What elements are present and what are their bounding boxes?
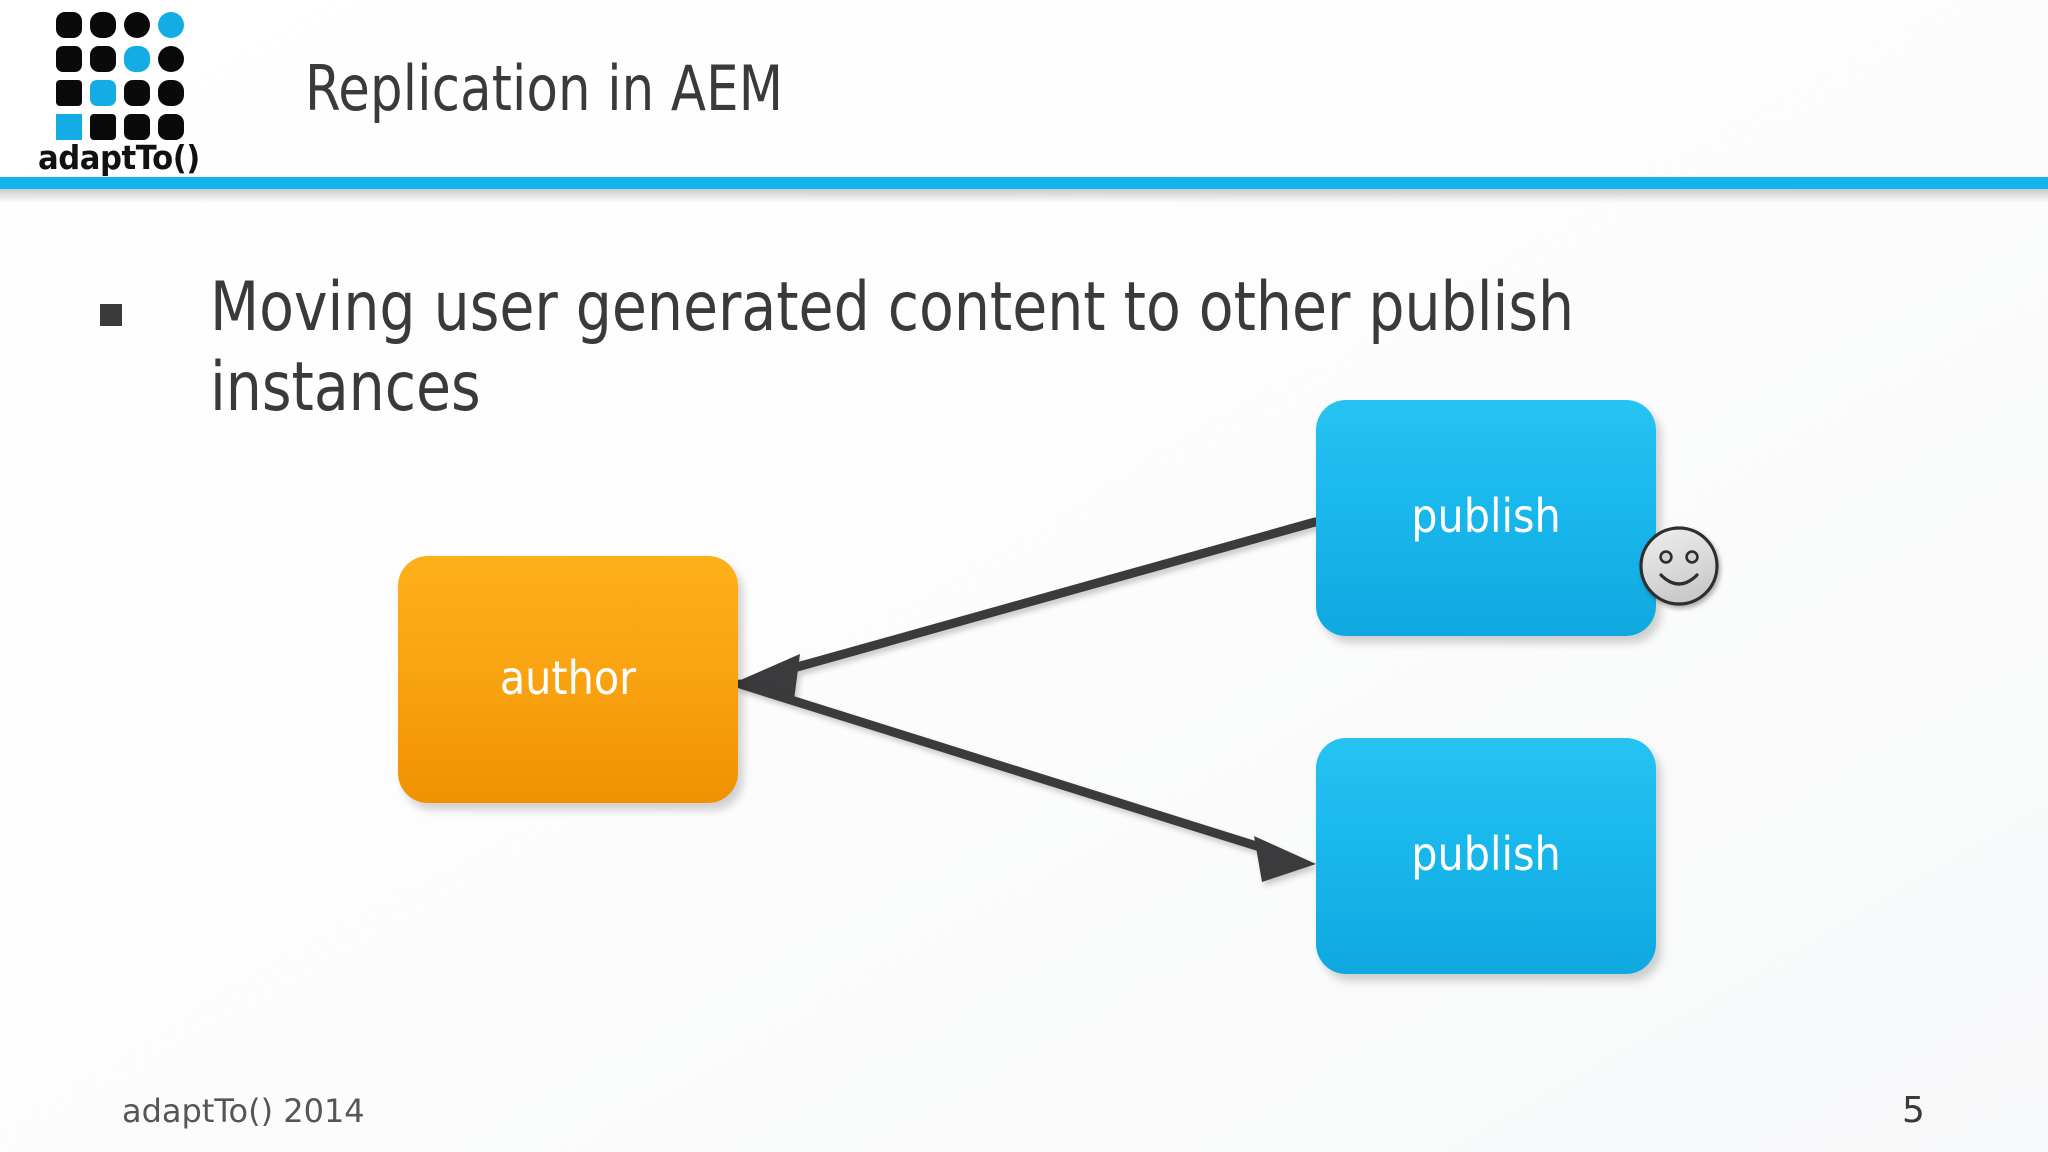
header-accent-rule	[0, 177, 2048, 189]
logo-dot	[124, 114, 150, 140]
logo-dot	[158, 80, 184, 106]
logo-dot	[90, 12, 116, 38]
logo-dot	[90, 46, 116, 72]
logo-dot	[124, 80, 150, 106]
page-number: 5	[1902, 1090, 1925, 1131]
page-title: Replication in AEM	[305, 52, 784, 125]
diagram-node-publish-1[interactable]: publish	[1316, 400, 1656, 636]
footer-left-text: adaptTo() 2014	[122, 1092, 365, 1130]
logo-dot	[90, 114, 116, 140]
logo-dot	[158, 114, 184, 140]
node-label-publish-2: publish	[1411, 827, 1561, 881]
edge-author-to-publish2	[735, 679, 1316, 882]
smiley-face-icon	[1639, 526, 1719, 606]
logo-dot	[124, 46, 150, 72]
logo-dot	[56, 114, 82, 140]
logo-dot-grid	[56, 12, 190, 140]
logo-dot	[56, 80, 82, 106]
bullet-item-text: Moving user generated content to other p…	[210, 268, 1575, 428]
logo-wordmark: adaptTo()	[38, 138, 200, 177]
logo-dot	[124, 12, 150, 38]
edge-publish1-to-author	[736, 517, 1320, 700]
header-rule-shadow	[0, 189, 2048, 203]
slide-header: adaptTo() Replication in AEM	[0, 0, 2048, 203]
logo-dot	[158, 12, 184, 38]
logo-dot	[158, 46, 184, 72]
logo-dot	[56, 12, 82, 38]
diagram-node-author[interactable]: author	[398, 556, 738, 803]
adaptto-logo: adaptTo()	[38, 8, 238, 177]
diagram-node-publish-2[interactable]: publish	[1316, 738, 1656, 974]
node-label-publish-1: publish	[1411, 489, 1561, 543]
logo-dot	[90, 80, 116, 106]
logo-dot	[56, 46, 82, 72]
bullet-square-icon	[100, 304, 122, 326]
node-label-author: author	[499, 650, 637, 705]
